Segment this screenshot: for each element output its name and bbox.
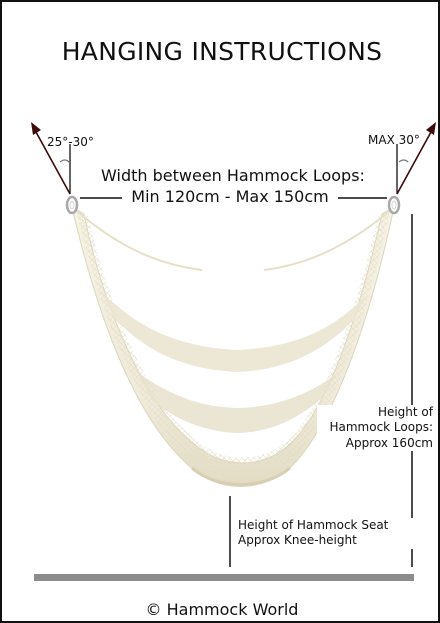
right-angle-indicator bbox=[396, 122, 436, 195]
left-loop-icon bbox=[65, 195, 79, 215]
loop-height-label-line3: Approx 160cm bbox=[345, 435, 433, 450]
seat-height-label: Height of Hammock Seat Approx Knee-heigh… bbox=[238, 518, 428, 549]
width-label-line1: Width between Hammock Loops: bbox=[98, 166, 368, 187]
width-label-line2: Min 120cm - Max 150cm bbox=[122, 187, 338, 208]
seat-height-label-line2: Approx Knee-height bbox=[238, 533, 357, 548]
loop-height-label-line1: Height of bbox=[377, 405, 433, 419]
left-angle-label: 25°-30° bbox=[47, 135, 94, 149]
page-title: HANGING INSTRUCTIONS bbox=[61, 37, 383, 66]
right-loop-icon bbox=[387, 195, 401, 215]
right-angle-label: MAX 30° bbox=[368, 133, 420, 147]
hammock-illustration bbox=[71, 205, 395, 487]
copyright-text: © Hammock World bbox=[145, 600, 299, 619]
seat-height-label-line1: Height of Hammock Seat bbox=[238, 518, 389, 532]
left-angle-indicator bbox=[31, 122, 71, 195]
loop-height-label-line2: Hammock Loops: bbox=[329, 420, 433, 435]
floor-line bbox=[34, 574, 414, 581]
loop-height-label: Height of Hammock Loops: Approx 160cm bbox=[317, 405, 433, 452]
